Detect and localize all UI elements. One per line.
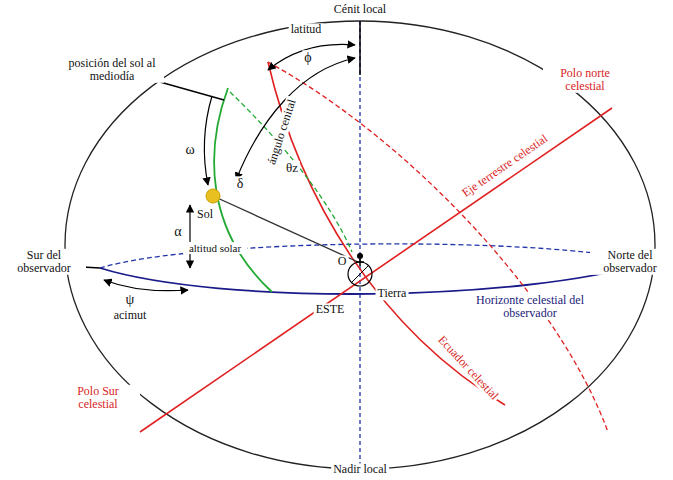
equator-label: Ecuador celestial [434, 332, 502, 404]
earth-axis-small [352, 266, 368, 282]
sun-path [214, 88, 272, 292]
north-pole-label: Polo norte celestial [543, 67, 627, 93]
zenith-tick [359, 21, 361, 75]
zenith-nadir-line [359, 21, 360, 469]
sun [206, 189, 220, 203]
zenith-angle-arc [236, 58, 355, 180]
equator-front [268, 62, 505, 405]
zenith-angle-label: ángulo cenital [265, 96, 300, 168]
observer-label: O [336, 255, 349, 268]
hour-angle-arc [204, 96, 212, 185]
altitude-arc [189, 205, 190, 268]
horizon-label: Horizonte celestial del observador [453, 294, 607, 320]
latitude-label: latitud [289, 23, 324, 36]
north-label: Norte del observador [590, 249, 670, 275]
observer-head [357, 253, 363, 259]
azimuth-symbol: ψ [124, 292, 137, 307]
observer-body [356, 259, 364, 266]
azimuth-label: acimut [112, 309, 149, 322]
sun-path-back [230, 92, 352, 252]
noon-label: posición del sol al mediodía [60, 57, 164, 83]
declination-symbol: δ [235, 176, 246, 191]
axis-label: Eje terrestre celestial [458, 131, 552, 201]
zenith-label: Cénit local [332, 3, 388, 16]
hour-angle-symbol: ω [183, 142, 196, 157]
altitude-label: altitud solar [183, 242, 247, 254]
east-label: ESTE [314, 303, 347, 316]
south-pole-label: Polo Sur celestial [56, 385, 140, 411]
south-label: Sur del observador [2, 249, 86, 275]
sun-label: Sol [195, 208, 215, 221]
earth-label: Tierra [376, 287, 409, 300]
sphere-outline [65, 21, 655, 469]
latitude-symbol: ϕ [302, 50, 313, 65]
altitude-symbol: α [172, 224, 183, 239]
equator-back [268, 62, 608, 432]
earth-axis [140, 108, 612, 432]
zenith-angle-symbol: θz [284, 161, 300, 175]
latitude-arc [268, 44, 355, 70]
nadir-label: Nadir local [331, 463, 389, 476]
azimuth-arc [104, 280, 188, 291]
noon-leader [160, 82, 224, 100]
